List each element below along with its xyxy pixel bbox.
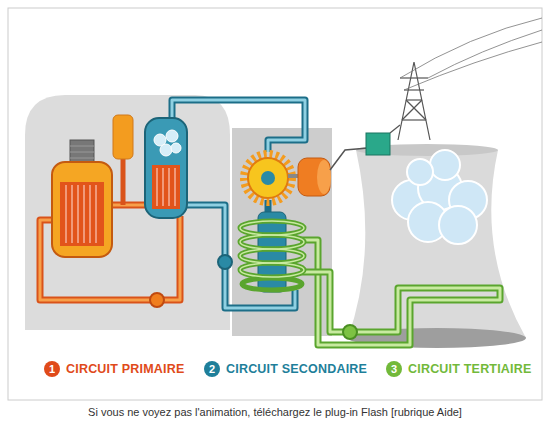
tertiary-pipe bbox=[300, 240, 500, 345]
primary-pipe bbox=[40, 157, 180, 300]
fuel-rods bbox=[66, 185, 96, 243]
steam-generator bbox=[145, 118, 187, 218]
turbine-hub bbox=[261, 171, 275, 185]
power-lines bbox=[400, 18, 542, 90]
generator-end bbox=[317, 160, 331, 194]
tertiary-pump bbox=[343, 325, 357, 339]
condenser-coil-highlight bbox=[240, 221, 304, 277]
circuit-label: CIRCUIT PRIMAIRE bbox=[66, 362, 184, 376]
reactor-core bbox=[60, 182, 104, 246]
circuit-label: CIRCUIT SECONDAIRE bbox=[226, 362, 367, 376]
steam-generator-tubes bbox=[152, 165, 180, 209]
frame bbox=[8, 8, 542, 400]
turbine-blades bbox=[244, 154, 292, 202]
transformer bbox=[366, 133, 390, 155]
callout-number: 3 bbox=[386, 361, 402, 377]
circuit-legend-item: 2 CIRCUIT SECONDAIRE bbox=[204, 361, 367, 377]
tube-lines bbox=[157, 168, 175, 206]
circuit-legend-item: 3 CIRCUIT TERTIAIRE bbox=[386, 361, 532, 377]
secondary-pipe bbox=[172, 100, 305, 308]
circuit-legend-item: 1 CIRCUIT PRIMAIRE bbox=[44, 361, 184, 377]
secondary-pump bbox=[218, 255, 232, 269]
output-wire bbox=[330, 148, 368, 170]
pressurizer bbox=[113, 115, 133, 159]
generator bbox=[298, 158, 330, 196]
caption: Si vous ne voyez pas l'animation, téléch… bbox=[0, 406, 550, 418]
steam-bubbles bbox=[154, 130, 181, 156]
steam-cloud bbox=[392, 150, 487, 244]
reactor-vessel bbox=[52, 162, 112, 257]
turbine bbox=[248, 158, 288, 198]
callout-number: 2 bbox=[204, 361, 220, 377]
primary-pump bbox=[150, 293, 164, 307]
circuit-label: CIRCUIT TERTIAIRE bbox=[408, 362, 532, 376]
cooling-tower bbox=[348, 150, 526, 338]
pylon bbox=[390, 62, 430, 140]
callout-number: 1 bbox=[44, 361, 60, 377]
containment-building bbox=[25, 95, 230, 330]
condenser-coil bbox=[240, 221, 304, 290]
